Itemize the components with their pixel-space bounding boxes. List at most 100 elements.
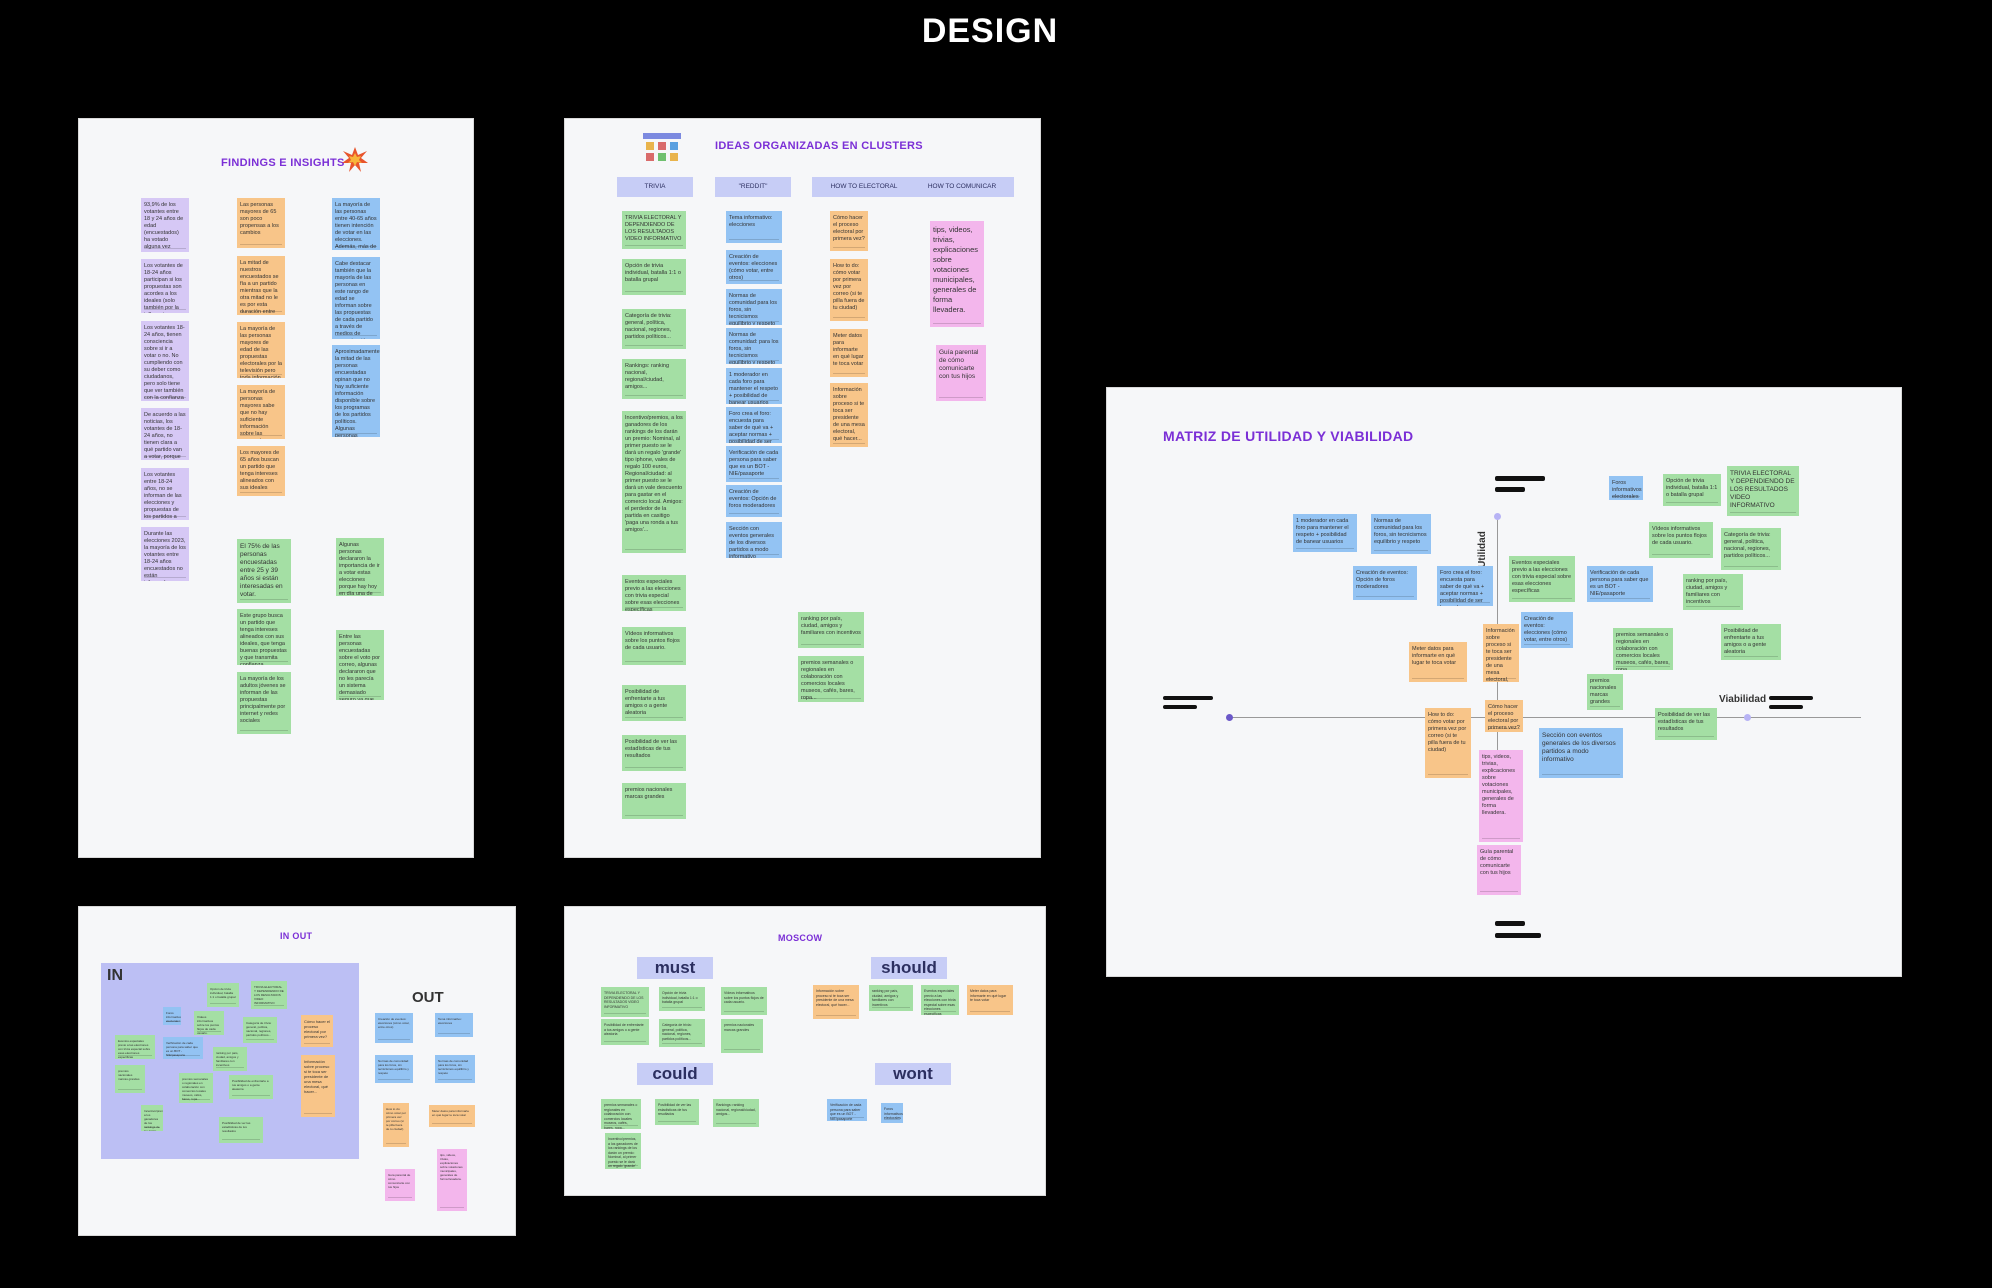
sticky-note[interactable]: Opción de trivia individual, batalla 1:1…	[622, 259, 686, 295]
sticky-note[interactable]: premios semanales o regionales en colabo…	[1613, 628, 1673, 670]
sticky-note[interactable]: Eventos especiales previo a las eleccion…	[1509, 556, 1575, 602]
sticky-note[interactable]: Opción de trivia individual, batalla 1:1…	[659, 987, 705, 1011]
sticky-note[interactable]: Aproximadamente, la mitad de las persona…	[332, 345, 380, 437]
sticky-note[interactable]: Entre las personas encuestadas sobre el …	[336, 630, 384, 700]
sticky-note[interactable]: Posibilidad de enfrentarte a tus amigos …	[601, 1019, 649, 1045]
sticky-note[interactable]: premios semanales o regionales en colabo…	[798, 656, 864, 702]
sticky-note[interactable]: Normas de comunidad: para los foros, sin…	[726, 328, 782, 364]
sticky-note[interactable]: Incentivo/premios, a los ganadores de lo…	[141, 1105, 163, 1131]
sticky-note[interactable]: Foros informativos electorales	[163, 1007, 181, 1025]
sticky-note[interactable]: Guía parental de cómo comunicarte con tu…	[936, 345, 986, 401]
sticky-note[interactable]: De acuerdo a las noticias, los votantes …	[141, 408, 189, 460]
sticky-note[interactable]: Categoría de trivia: general, política, …	[1721, 528, 1781, 570]
sticky-note[interactable]: Creación de eventos: elecciones (cómo vo…	[726, 250, 782, 284]
sticky-note[interactable]: Los mayores de 65 años buscan un partido…	[237, 446, 285, 496]
sticky-note[interactable]: Creación de eventos: elecciones (cómo vo…	[375, 1013, 413, 1043]
sticky-note[interactable]: Guía parental de cómo comunicarte con tu…	[1477, 845, 1521, 895]
sticky-note[interactable]: premios nacionales marcas grandes	[622, 783, 686, 819]
sticky-note[interactable]: Algunas personas declararon la importanc…	[336, 538, 384, 596]
sticky-note[interactable]: Durante las elecciones 2023, la mayoría …	[141, 527, 189, 581]
sticky-note[interactable]: Posibilidad de ver las estadísticas de t…	[622, 735, 686, 771]
sticky-note[interactable]: Información sobre proceso si te toca ser…	[830, 383, 868, 447]
sticky-note[interactable]: Las personas mayores de 65 son poco prop…	[237, 198, 285, 248]
sticky-note[interactable]: How to do: cómo votar por primera vez po…	[383, 1103, 409, 1147]
sticky-note[interactable]: Eventos especiales previo a las eleccion…	[921, 985, 959, 1015]
sticky-note[interactable]: premios nacionales marcas grandes	[721, 1019, 763, 1053]
sticky-note[interactable]: premios semanales o regionales en colabo…	[179, 1073, 213, 1103]
sticky-note[interactable]: ranking por país, ciudad, amigos y famil…	[798, 612, 864, 648]
sticky-note[interactable]: Incentivo/premios, a los ganadores de lo…	[605, 1133, 641, 1169]
sticky-note[interactable]: Posibilidad de ver las estadísticas de t…	[655, 1099, 699, 1125]
sticky-note[interactable]: TRIVIA ELECTORAL Y DEPENDIENDO DE LOS RE…	[622, 211, 686, 249]
sticky-note[interactable]: Este grupo busca un partido que tenga in…	[237, 609, 291, 665]
sticky-note[interactable]: La mayoría de personas mayores sabe que …	[237, 385, 285, 439]
sticky-note[interactable]: Rankings: ranking nacional, regional/ciu…	[713, 1099, 759, 1127]
sticky-note[interactable]: Posibilidad de enfrentarte a tus amigos …	[229, 1075, 273, 1099]
sticky-note[interactable]: 93,9% de los votantes entre 18 y 24 años…	[141, 198, 189, 252]
sticky-note[interactable]: Vídeos informativos sobre los puntos flo…	[622, 627, 686, 665]
sticky-note[interactable]: Verificación de cada persona para saber …	[1587, 566, 1653, 602]
sticky-note[interactable]: tips, videos, trivias, explicaciones sob…	[930, 221, 984, 327]
sticky-note[interactable]: Información sobre proceso si te toca ser…	[301, 1055, 335, 1117]
sticky-note[interactable]: Verificación de cada persona para saber …	[163, 1037, 203, 1059]
sticky-note[interactable]: Cómo hacer el proceso electoral por prim…	[1485, 700, 1523, 732]
sticky-note[interactable]: tips, videos, trivias, explicaciones sob…	[1479, 750, 1523, 842]
sticky-note[interactable]: Cómo hacer el proceso electoral por prim…	[830, 211, 868, 251]
sticky-note[interactable]: El 75% de las personas encuestadas entre…	[237, 539, 291, 603]
sticky-note[interactable]: TRIVIA ELECTORAL Y DEPENDIENDO DE LOS RE…	[251, 981, 287, 1009]
sticky-note[interactable]: La mayoría de las personas mayores de ed…	[237, 322, 285, 378]
sticky-note[interactable]: premios semanales o regionales en colabo…	[601, 1099, 641, 1129]
sticky-note[interactable]: Posibilidad de enfrentarte a tus amigos …	[1721, 624, 1781, 660]
sticky-note[interactable]: Eventos especiales previo a las eleccion…	[115, 1035, 155, 1059]
sticky-note[interactable]: Sección con eventos generales de los div…	[726, 522, 782, 558]
sticky-note[interactable]: Meter datos para informarte en qué lugar…	[429, 1105, 475, 1127]
sticky-note[interactable]: 1 moderador en cada foro para mantener e…	[1293, 514, 1357, 552]
sticky-note[interactable]: premios nacionales marcas grandes	[115, 1065, 145, 1093]
sticky-note[interactable]: Cabe destacar también que la mayoría de …	[332, 257, 380, 339]
sticky-note[interactable]: ranking por país, ciudad, amigos y famil…	[213, 1047, 247, 1071]
sticky-note[interactable]: Normas de comunidad para los foros, sin …	[726, 289, 782, 325]
sticky-note[interactable]: Categoría de trivia: general, política, …	[659, 1019, 705, 1047]
sticky-note[interactable]: Posibilidad de enfrentarte a tus amigos …	[622, 685, 686, 721]
sticky-note[interactable]: Rankings: ranking nacional, regional/ciu…	[622, 359, 686, 399]
sticky-note[interactable]: Los votantes de 18-24 años participan si…	[141, 259, 189, 313]
sticky-note[interactable]: Normas de comunidad: para los foros, sin…	[375, 1055, 413, 1083]
sticky-note[interactable]: Creación de eventos: Opción de foros mod…	[726, 485, 782, 517]
sticky-note[interactable]: premios nacionales marcas grandes	[1587, 674, 1623, 710]
sticky-note[interactable]: Vídeos informativos sobre los puntos flo…	[721, 987, 767, 1015]
sticky-note[interactable]: How to do: cómo votar por primera vez po…	[1425, 708, 1471, 778]
sticky-note[interactable]: Posibilidad de ver las estadísticas de t…	[1655, 708, 1717, 740]
sticky-note[interactable]: Información sobre proceso si te toca ser…	[813, 985, 859, 1019]
sticky-note[interactable]: Foros informativos electorales	[881, 1103, 903, 1123]
sticky-note[interactable]: Vídeos informativos sobre los puntos flo…	[194, 1011, 224, 1035]
sticky-note[interactable]: TRIVIA ELECTORAL Y DEPENDIENDO DE LOS RE…	[601, 987, 649, 1017]
sticky-note[interactable]: Opción de trivia individual, batalla 1:1…	[1663, 474, 1721, 506]
sticky-note[interactable]: Creación de eventos: elecciones (cómo vo…	[1521, 612, 1573, 648]
sticky-note[interactable]: Sección con eventos generales de los div…	[1539, 728, 1623, 778]
sticky-note[interactable]: Foro crea el foro: encuesta para saber d…	[726, 407, 782, 443]
sticky-note[interactable]: Meter datos para informarte en qué lugar…	[967, 985, 1013, 1015]
sticky-note[interactable]: Verificación de cada persona para saber …	[726, 446, 782, 482]
sticky-note[interactable]: La mitad de nuestros encuestados se fía …	[237, 256, 285, 315]
sticky-note[interactable]: Guía parental de cómo comunicarte con tu…	[385, 1169, 415, 1201]
sticky-note[interactable]: La mayoría de las personas entre 40-65 a…	[332, 198, 380, 250]
sticky-note[interactable]: Creación de eventos: Opción de foros mod…	[1353, 566, 1417, 600]
sticky-note[interactable]: La mayoría de los adultos jóvenes se inf…	[237, 672, 291, 734]
sticky-note[interactable]: Normas de comunidad para los foros, sin …	[435, 1055, 475, 1083]
sticky-note[interactable]: Categoría de trivia: general, política, …	[622, 309, 686, 349]
sticky-note[interactable]: ranking por país, ciudad, amigos y famil…	[1683, 574, 1743, 610]
sticky-note[interactable]: Foro crea el foro: encuesta para saber d…	[1437, 566, 1493, 606]
sticky-note[interactable]: Meter datos para informarte en qué lugar…	[1409, 642, 1467, 682]
sticky-note[interactable]: 1 moderador en cada foro para mantener e…	[726, 368, 782, 404]
sticky-note[interactable]: TRIVIA ELECTORAL Y DEPENDIENDO DE LOS RE…	[1727, 466, 1799, 516]
sticky-note[interactable]: Vídeos informativos sobre los puntos flo…	[1649, 522, 1713, 558]
sticky-note[interactable]: Tema informativo: elecciones	[726, 211, 782, 243]
sticky-note[interactable]: Los votantes entre 18-24 años, no se inf…	[141, 468, 189, 520]
sticky-note[interactable]: tips, videos, trivias, explicaciones sob…	[437, 1149, 467, 1211]
sticky-note[interactable]: Cómo hacer el proceso electoral por prim…	[301, 1015, 333, 1047]
sticky-note[interactable]: Verificación de cada persona para saber …	[827, 1099, 867, 1121]
sticky-note[interactable]: Meter datos para informarte en qué lugar…	[830, 329, 868, 377]
sticky-note[interactable]: Posibilidad de ver las estadísticas de t…	[219, 1117, 263, 1143]
sticky-note[interactable]: ranking por país, ciudad, amigos y famil…	[869, 985, 913, 1011]
sticky-note[interactable]: Foros informativos electorales	[1609, 476, 1643, 500]
